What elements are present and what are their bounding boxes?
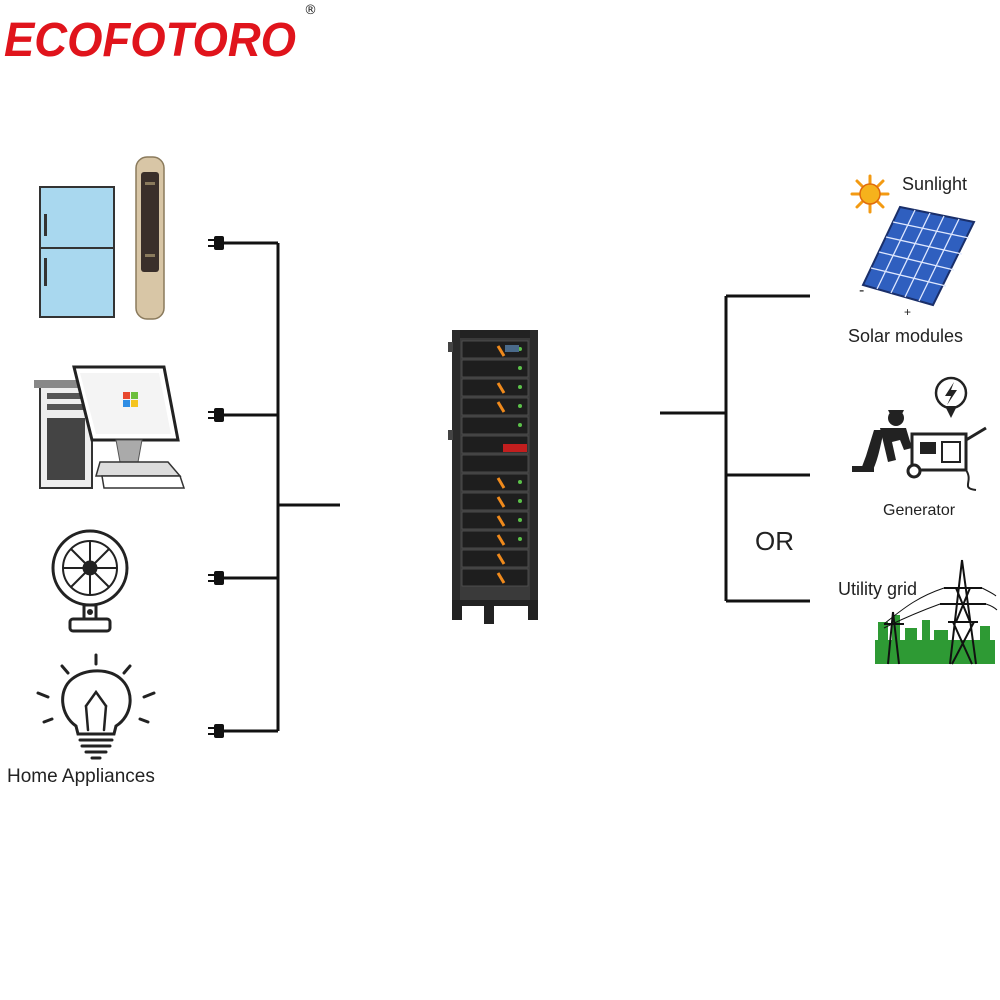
battery-rack-icon <box>448 330 538 624</box>
or-label: OR <box>755 526 794 556</box>
generator-icon <box>852 376 987 491</box>
solar-modules-label: Solar modules <box>848 326 963 346</box>
desk-fan-icon <box>51 529 129 633</box>
generator-label: Generator <box>883 502 956 519</box>
refrigerator-icon <box>39 186 115 318</box>
home-appliances-label: Home Appliances <box>7 766 155 787</box>
solar-negative-label: - <box>859 282 864 299</box>
desktop-computer-icon <box>34 365 186 489</box>
solar-positive-label: + <box>904 305 911 319</box>
sunlight-label: Sunlight <box>902 174 967 194</box>
plug-icon <box>208 236 224 250</box>
tower-air-conditioner-icon <box>135 156 165 320</box>
solar-panel-icon <box>861 205 976 307</box>
sun-icon <box>850 174 890 214</box>
left-bus-wiring <box>222 241 340 733</box>
utility-grid-label: Utility grid <box>838 579 917 599</box>
brand-name: ECOFOTORO <box>4 14 296 67</box>
plug-icon <box>208 571 224 585</box>
power-tower-icon <box>875 559 998 665</box>
light-bulb-icon <box>36 653 156 760</box>
plug-icon <box>208 408 224 422</box>
brand-logo: ECOFOTORO ® <box>4 3 317 67</box>
right-bus-wiring <box>660 294 810 603</box>
plug-connectors <box>208 236 224 738</box>
battery-status-leds <box>518 347 522 541</box>
registered-mark: ® <box>304 3 317 18</box>
battery-cable-accents <box>496 345 506 584</box>
plug-icon <box>208 724 224 738</box>
